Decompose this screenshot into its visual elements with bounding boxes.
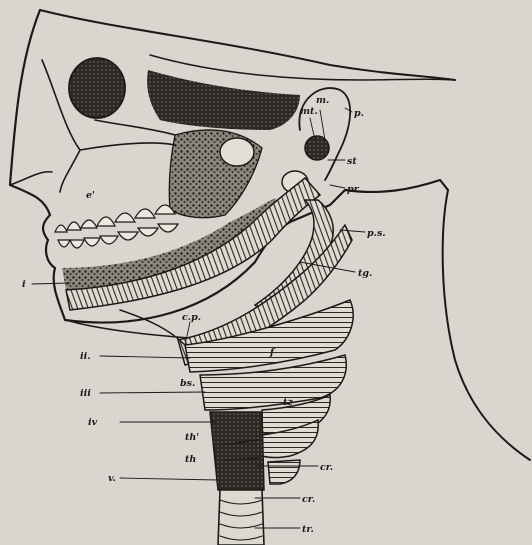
oral-floor	[66, 310, 190, 345]
label-st: st	[347, 156, 357, 167]
label-m: m.	[316, 95, 329, 106]
zygomatic-arch	[80, 120, 175, 150]
label-e: e'	[86, 190, 95, 201]
label-tg: tg.	[358, 268, 372, 279]
label-ps: p.s.	[367, 228, 386, 239]
label-cr2: cr.	[302, 494, 315, 505]
label-pr: pr	[347, 184, 360, 195]
condyle	[220, 138, 254, 166]
larynx	[210, 412, 264, 490]
label-th1: th'	[185, 432, 199, 443]
label-th2: th	[185, 454, 196, 465]
ring-block	[268, 460, 300, 484]
label-mt: mt.	[300, 106, 318, 117]
label-cp: c.p.	[182, 312, 201, 323]
label-ii: ii.	[80, 351, 91, 362]
label-i: i	[22, 279, 26, 290]
cranial-base-shading	[147, 70, 300, 130]
neck-back-outline	[443, 190, 530, 460]
label-tz: tz	[283, 397, 293, 408]
label-cr: cr.	[320, 462, 333, 473]
label-p: p.	[354, 108, 364, 119]
label-tr: tr.	[302, 524, 314, 535]
orbit	[69, 58, 125, 118]
label-iv: iv	[88, 417, 98, 428]
label-iii: iii	[80, 388, 91, 399]
ear-canal	[305, 136, 329, 160]
label-bs: bs.	[180, 378, 195, 389]
label-v: v.	[108, 473, 116, 484]
